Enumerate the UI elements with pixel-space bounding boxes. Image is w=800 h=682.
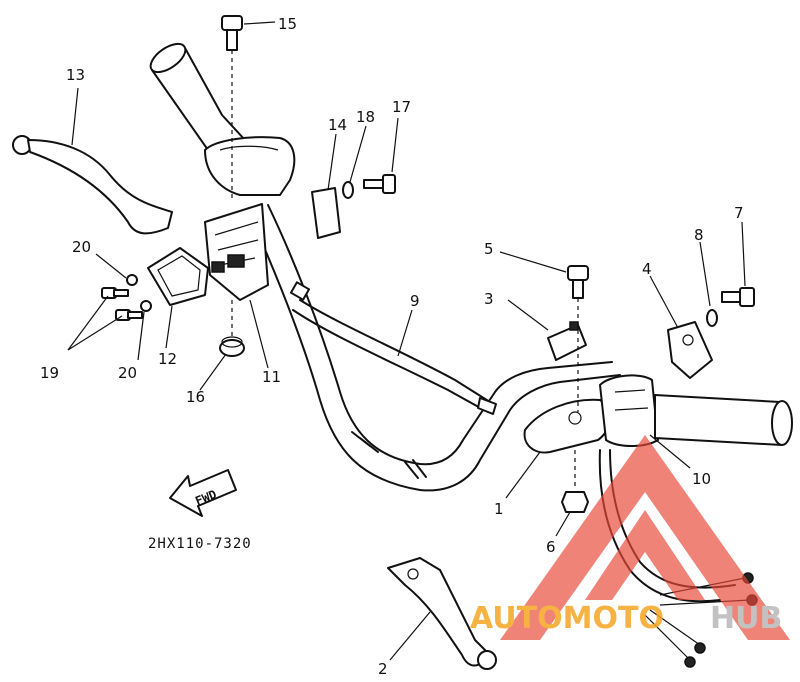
watermark-triangle: [500, 435, 790, 640]
callout-4: 4: [642, 260, 652, 278]
nut-16: [219, 300, 245, 357]
callout-19: 19: [40, 364, 59, 382]
left-grip: [149, 42, 246, 161]
bracket-14: [311, 187, 341, 239]
watermark-text-gray: HUB: [710, 601, 782, 636]
washer-18: [342, 181, 354, 199]
throttle-cable-9: [289, 281, 497, 415]
bolt-15: [221, 15, 243, 200]
handlebar: [249, 204, 621, 492]
screw-17: [363, 174, 396, 194]
clamp-4: [667, 321, 713, 379]
callout-15: 15: [278, 15, 297, 33]
washer-8: [706, 309, 718, 327]
callout-6: 6: [546, 538, 556, 556]
right-grip: [654, 394, 793, 446]
callout-12: 12: [158, 350, 177, 368]
bolt-5: [567, 265, 589, 412]
washer-20b: [140, 300, 152, 312]
nut-6: [561, 450, 589, 513]
leader-lines: [67, 21, 746, 661]
left-switch-11: [204, 203, 269, 301]
watermark-logo: AUTOMOTO HUB: [470, 435, 790, 640]
callout-11: 11: [262, 368, 281, 386]
callout-13: 13: [66, 66, 85, 84]
callout-2: 2: [378, 660, 388, 678]
watermark-inner-triangle: [585, 510, 705, 600]
watermark-text-orange: AUTOMOTO: [470, 601, 664, 636]
diagram-code: 2HX110-7320: [148, 536, 252, 552]
callout-10: 10: [692, 470, 711, 488]
callout-16: 16: [186, 388, 205, 406]
right-lever-holder-1: [523, 398, 611, 454]
screws-19: [101, 287, 143, 321]
callout-18: 18: [356, 108, 375, 126]
switch-plate-12: [147, 247, 209, 306]
callout-1: 1: [494, 500, 504, 518]
brake-switch-3: [547, 321, 587, 361]
clutch-lever-13: [12, 135, 173, 235]
callout-9: 9: [410, 292, 420, 310]
washer-20a: [126, 274, 138, 286]
callout-5: 5: [484, 240, 494, 258]
callout-8: 8: [694, 226, 704, 244]
callout-17: 17: [392, 98, 411, 116]
front-brake-lever-2: [387, 557, 497, 670]
callout-3: 3: [484, 290, 494, 308]
fwd-arrow: FWD: [169, 469, 237, 517]
bolt-7: [721, 287, 755, 307]
left-lever-holder: [204, 136, 296, 196]
callout-20a: 20: [72, 238, 91, 256]
right-switch-10: [599, 374, 659, 447]
callout-7: 7: [734, 204, 744, 222]
callout-20b: 20: [118, 364, 137, 382]
callout-14: 14: [328, 116, 347, 134]
callouts: 15 13 14 18 17 9 5 3 4 8 7 10 1 6 20 19 …: [40, 15, 744, 678]
